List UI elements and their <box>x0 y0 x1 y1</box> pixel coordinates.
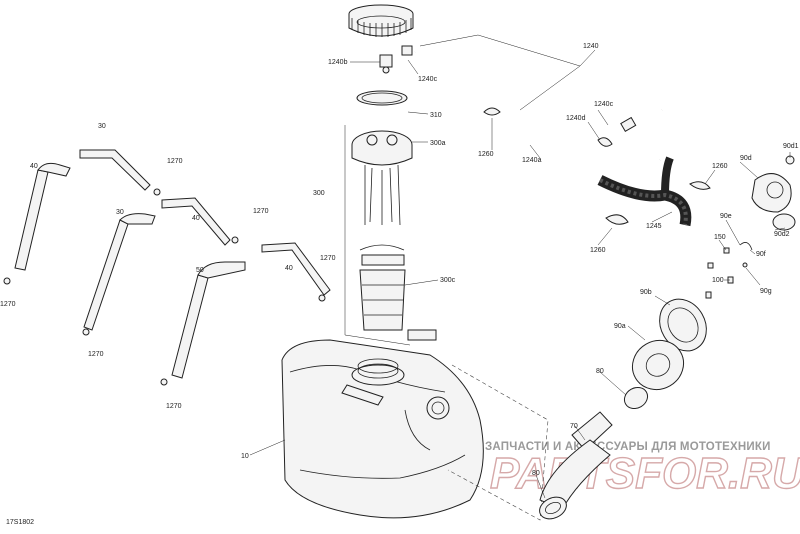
label-90d1: 90d1 <box>783 143 799 150</box>
label-1270-c: 1270 <box>0 301 16 308</box>
watermark-tagline: ЗАПЧАСТИ И АКСЕССУАРЫ ДЛЯ МОТОТЕХНИКИ <box>485 441 771 453</box>
label-1270-a: 1270 <box>167 158 183 165</box>
label-300a: 300a <box>430 140 446 147</box>
diagram-reference: 17S1802 <box>6 519 34 526</box>
label-1270-f: 1270 <box>166 403 182 410</box>
label-90a: 90a <box>614 323 626 330</box>
vent-hose <box>597 156 692 227</box>
label-1260-b: 1260 <box>590 247 606 254</box>
watermark: ЗАПЧАСТИ И АКСЕССУАРЫ ДЛЯ МОТОТЕХНИКИ PA… <box>485 441 800 499</box>
label-90g: 90g <box>760 288 772 295</box>
label-40-b: 40 <box>192 215 200 222</box>
lock-ring <box>348 4 414 37</box>
label-30-a: 30 <box>98 123 106 130</box>
leader-lines <box>249 34 791 499</box>
label-10: 10 <box>241 453 249 460</box>
label-80-a: 80 <box>596 368 604 375</box>
label-1240c-mid: 1240c <box>594 101 614 108</box>
label-1260-a: 1260 <box>478 151 494 158</box>
callout-labels: 1240 1240b 1240c 310 300a 300 300c 1240a… <box>0 43 799 526</box>
label-1260-c: 1260 <box>712 163 728 170</box>
label-1240d: 1240d <box>566 115 586 122</box>
label-1240c-top: 1240c <box>418 76 438 83</box>
hose-clamps <box>483 107 711 225</box>
fuel-line-assembly <box>379 45 664 170</box>
label-40-a: 40 <box>30 163 38 170</box>
label-310: 310 <box>430 112 442 119</box>
label-100: 100 <box>712 277 724 284</box>
label-90d: 90d <box>740 155 752 162</box>
label-90f: 90f <box>756 251 766 258</box>
fuel-pump-module <box>344 90 437 346</box>
label-300c: 300c <box>440 277 456 284</box>
label-1270-d: 1270 <box>320 255 336 262</box>
label-90d2: 90d2 <box>774 231 790 238</box>
label-1270-b: 1270 <box>253 208 269 215</box>
label-1240a: 1240a <box>522 157 542 164</box>
label-90b: 90b <box>640 289 652 296</box>
filler-assembly <box>539 155 796 520</box>
watermark-brand: PARTSFOR.RU <box>490 449 800 498</box>
tank-straps <box>3 149 331 386</box>
label-1245: 1245 <box>646 223 662 230</box>
label-300: 300 <box>313 190 325 197</box>
label-70: 70 <box>570 423 578 430</box>
label-1240b: 1240b <box>328 59 348 66</box>
label-1240: 1240 <box>583 43 599 50</box>
fuel-tank <box>281 339 549 521</box>
label-50: 50 <box>196 267 204 274</box>
label-40-c: 40 <box>285 265 293 272</box>
label-80-b: 80 <box>532 470 540 477</box>
label-90e: 90e <box>720 213 732 220</box>
label-1270-e: 1270 <box>88 351 104 358</box>
label-30-b: 30 <box>116 209 124 216</box>
label-150: 150 <box>714 234 726 241</box>
